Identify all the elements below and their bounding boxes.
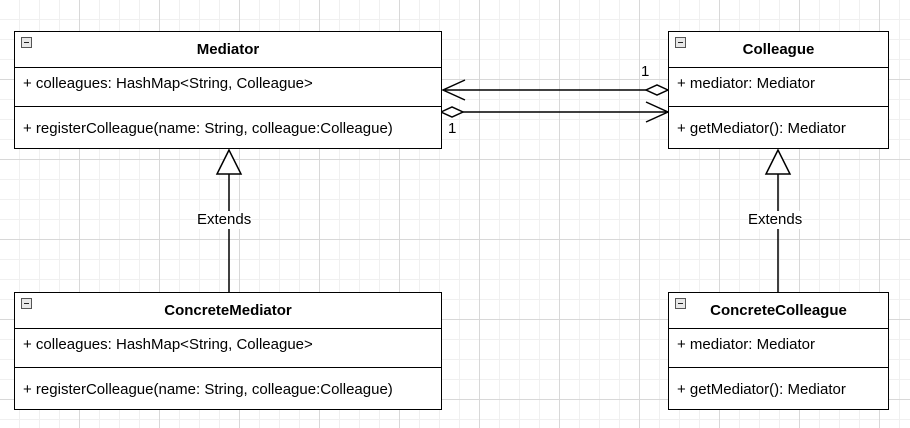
extends-label-mediator: Extends xyxy=(197,211,252,229)
class-colleague[interactable]: Colleague + mediator: Mediator + getMedi… xyxy=(668,31,889,149)
class-name: Mediator xyxy=(196,41,260,58)
multiplicity-mediator-end: 1 xyxy=(448,120,457,137)
minus-box-icon[interactable] xyxy=(675,298,686,309)
multiplicity-colleague-end: 1 xyxy=(641,63,650,80)
class-operation[interactable]: + getMediator(): Mediator xyxy=(677,381,846,398)
class-name: ConcreteMediator xyxy=(164,302,292,319)
class-header[interactable]: Mediator xyxy=(15,32,441,68)
association-colleague-to-mediator[interactable] xyxy=(441,79,670,101)
class-attribute[interactable]: + colleagues: HashMap<String, Colleague> xyxy=(15,329,441,368)
class-concrete-colleague[interactable]: ConcreteColleague + mediator: Mediator +… xyxy=(668,292,889,410)
class-name: ConcreteColleague xyxy=(710,302,847,319)
class-header[interactable]: Colleague xyxy=(669,32,888,68)
class-attribute[interactable]: + colleagues: HashMap<String, Colleague> xyxy=(15,68,441,107)
extends-label-colleague: Extends xyxy=(748,211,803,229)
class-operation[interactable]: + getMediator(): Mediator xyxy=(677,120,846,137)
class-attribute[interactable]: + mediator: Mediator xyxy=(669,329,888,368)
association-mediator-to-colleague[interactable] xyxy=(439,101,670,123)
class-name: Colleague xyxy=(742,41,815,58)
minus-box-icon[interactable] xyxy=(21,37,32,48)
class-operation[interactable]: + registerColleague(name: String, collea… xyxy=(23,120,393,137)
aggregation-diamond-icon xyxy=(644,84,670,96)
minus-box-icon[interactable] xyxy=(21,298,32,309)
generalization-concrete-colleague[interactable] xyxy=(764,148,792,292)
open-arrowhead-icon xyxy=(441,79,466,101)
class-mediator[interactable]: Mediator + colleagues: HashMap<String, C… xyxy=(14,31,442,149)
hollow-triangle-icon xyxy=(215,148,243,175)
class-concrete-mediator[interactable]: ConcreteMediator + colleagues: HashMap<S… xyxy=(14,292,442,410)
minus-box-icon[interactable] xyxy=(675,37,686,48)
aggregation-diamond-icon xyxy=(439,106,465,118)
class-operation[interactable]: + registerColleague(name: String, collea… xyxy=(23,381,393,398)
class-header[interactable]: ConcreteMediator xyxy=(15,293,441,329)
class-attribute[interactable]: + mediator: Mediator xyxy=(669,68,888,107)
generalization-concrete-mediator[interactable] xyxy=(215,148,243,292)
hollow-triangle-icon xyxy=(764,148,792,175)
class-header[interactable]: ConcreteColleague xyxy=(669,293,888,329)
